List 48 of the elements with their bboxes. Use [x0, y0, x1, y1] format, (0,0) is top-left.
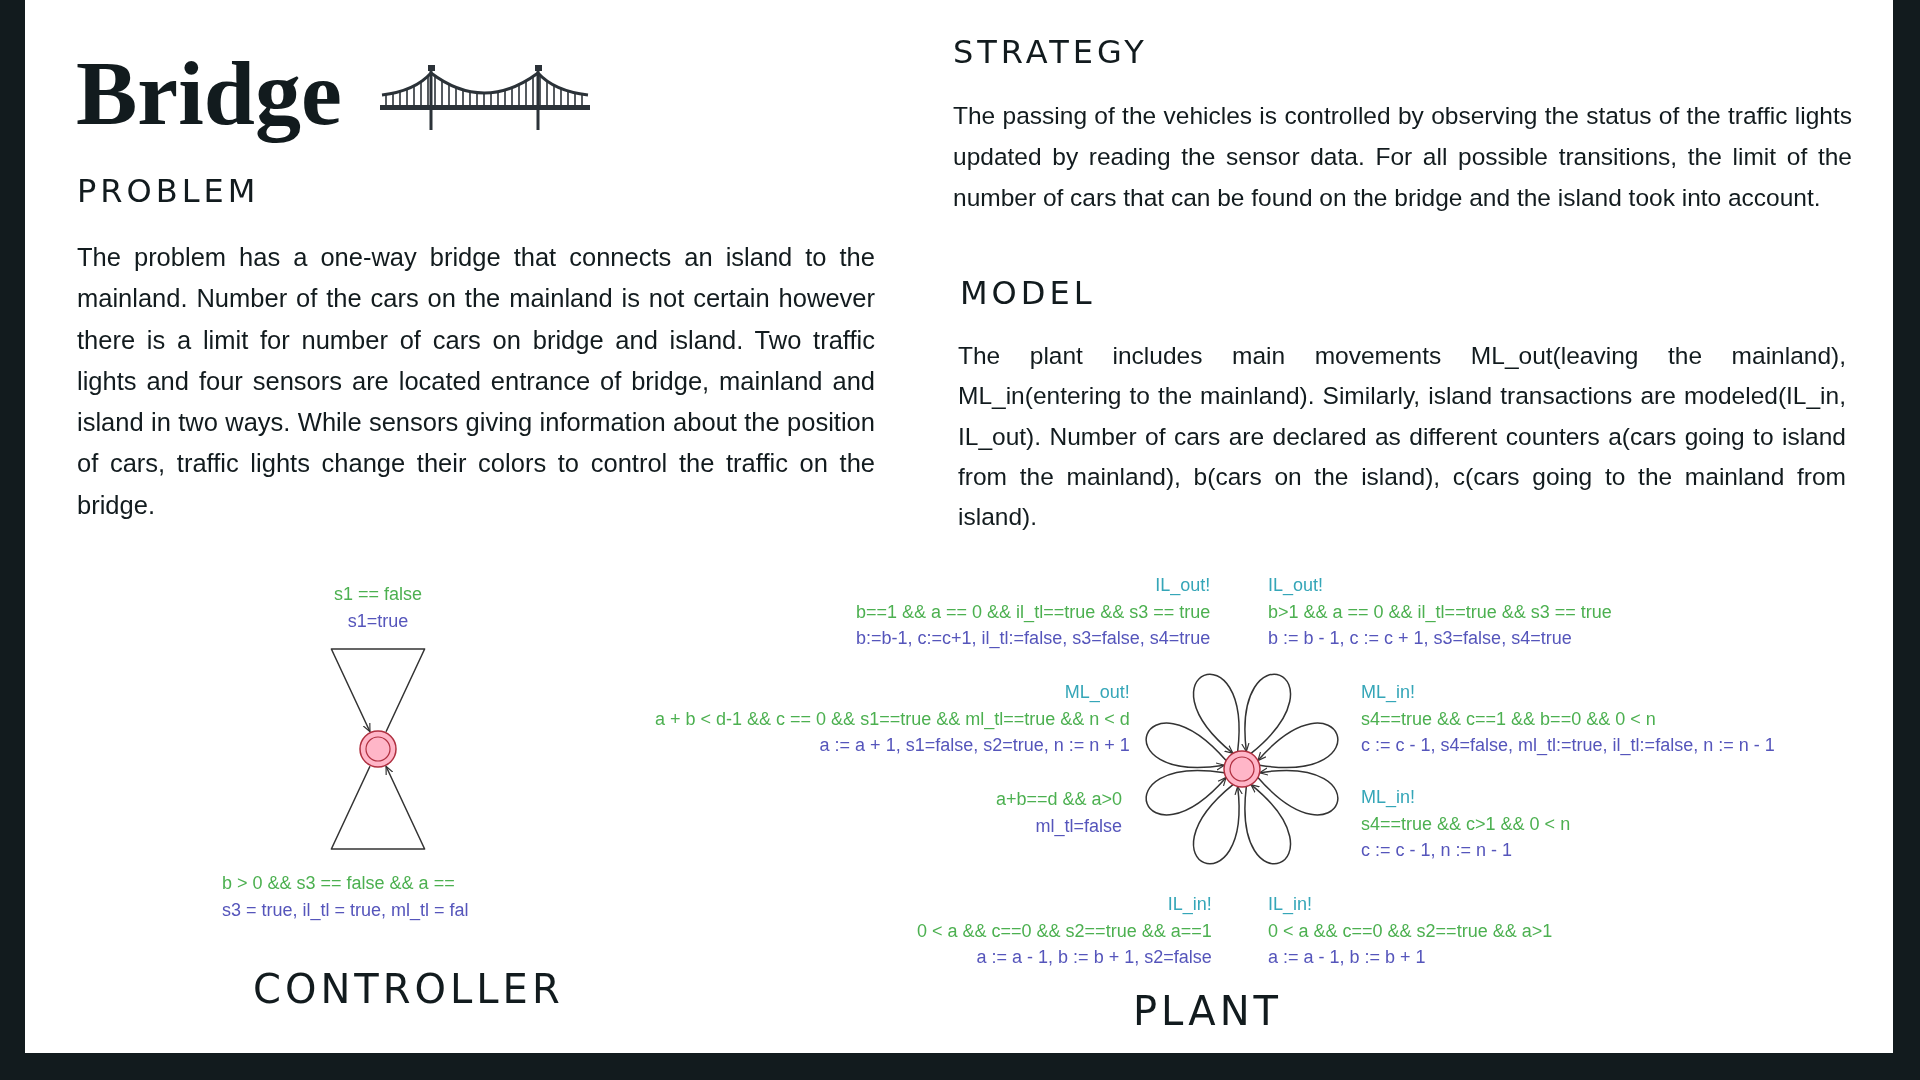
guard-label: a + b < d-1 && c == 0 && s1==true && ml_tl==true && n < d	[655, 707, 1130, 732]
section-heading: STRATEGY	[953, 33, 1148, 71]
guard-label: s1 == false	[334, 583, 423, 606]
sync-label: IL_in!	[1167, 893, 1212, 917]
guard-label: a+b==d && a>0	[996, 788, 1123, 811]
update-label: s3 = true, il_tl = true, ml_tl = fal	[222, 898, 469, 923]
guard-label: b==1 && a == 0 && il_tl==true && s3 == true	[856, 600, 1211, 625]
section-heading: PLANT	[1133, 988, 1283, 1034]
guard-label: b>1 && a == 0 && il_tl==true && s3 == true	[1268, 600, 1612, 625]
update-label: ml_tl=false	[1035, 814, 1123, 839]
section-heading: PROBLEM	[77, 172, 260, 210]
text-paragraph: The plant includes main movements ML_out(leaving the mainland), ML_in(entering to the mainland). Similarly, island transactions are modeled(IL_in, IL_out). Number of cars are declared as different counters a(cars going to island from the mainland), b(cars on the island), c(cars going to the mainland from island).	[958, 341, 1846, 533]
sync-label: IL_out!	[1268, 574, 1324, 598]
guard-label: s4==true && c==1 && b==0 && 0 < n	[1361, 707, 1656, 731]
self-loop-arrow	[1193, 783, 1243, 865]
location-circle	[358, 729, 398, 769]
update-label: a := a - 1, b := b + 1	[1268, 946, 1426, 969]
guard-label: b > 0 && s3 == false && a ==	[222, 872, 455, 895]
self-loop-arrow	[330, 648, 426, 733]
title: Bridge	[76, 41, 342, 146]
location-circle	[1222, 749, 1262, 789]
update-label: c := c - 1, n := n - 1	[1361, 839, 1513, 862]
update-label: c := c - 1, s4=false, ml_tl:=true, il_tl:=false, n := n - 1	[1361, 734, 1775, 758]
guard-label: s4==true && c>1 && 0 < n	[1361, 812, 1571, 836]
sync-label: IL_in!	[1268, 893, 1313, 917]
update-label: s1=true	[347, 609, 409, 633]
text-paragraph: The passing of the vehicles is controlled by observing the status of the traffic lights updated by reading the sensor data. For all possible transitions, the limit of the number of cars that can be found on the bridge and the island took into account.	[953, 101, 1852, 213]
self-loop-arrow	[1193, 673, 1240, 755]
self-loop-arrow	[1241, 673, 1291, 755]
self-loop-arrow	[1257, 722, 1339, 769]
section-heading: MODEL	[960, 274, 1096, 312]
update-label: a := a + 1, s1=false, s2=true, n := n + 1	[819, 734, 1130, 757]
sync-label: ML_in!	[1361, 681, 1416, 705]
guard-label: 0 < a && c==0 && s2==true && a>1	[1268, 919, 1553, 943]
update-label: b := b - 1, c := c + 1, s3=false, s4=true	[1268, 627, 1572, 650]
update-label: a := a - 1, b := b + 1, s2=false	[976, 946, 1212, 969]
update-label: b:=b-1, c:=c+1, il_tl:=false, s3=false, s4=true	[856, 627, 1211, 651]
text-paragraph: The problem has a one-way bridge that connects an island to the mainland. Number of the cars on the mainland is not certain however there is a limit for number of cars on bridge and island. Two traffic lights and four sensors are located entrance of bridge, mainland and island in two ways. While sensors giving information about the position of cars, traffic lights change their colors to control the traffic on the bridge.	[77, 242, 875, 521]
self-loop-arrow	[330, 765, 426, 850]
self-loop-arrow	[1244, 783, 1291, 865]
sync-label: IL_out!	[1155, 574, 1211, 598]
self-loop-arrow	[1257, 767, 1339, 816]
section-heading: CONTROLLER	[253, 966, 564, 1012]
sync-label: ML_in!	[1361, 786, 1416, 810]
self-loop-arrow	[1145, 769, 1227, 816]
sync-label: ML_out!	[1064, 681, 1130, 705]
self-loop-arrow	[1145, 722, 1227, 771]
guard-label: 0 < a && c==0 && s2==true && a==1	[917, 919, 1212, 943]
